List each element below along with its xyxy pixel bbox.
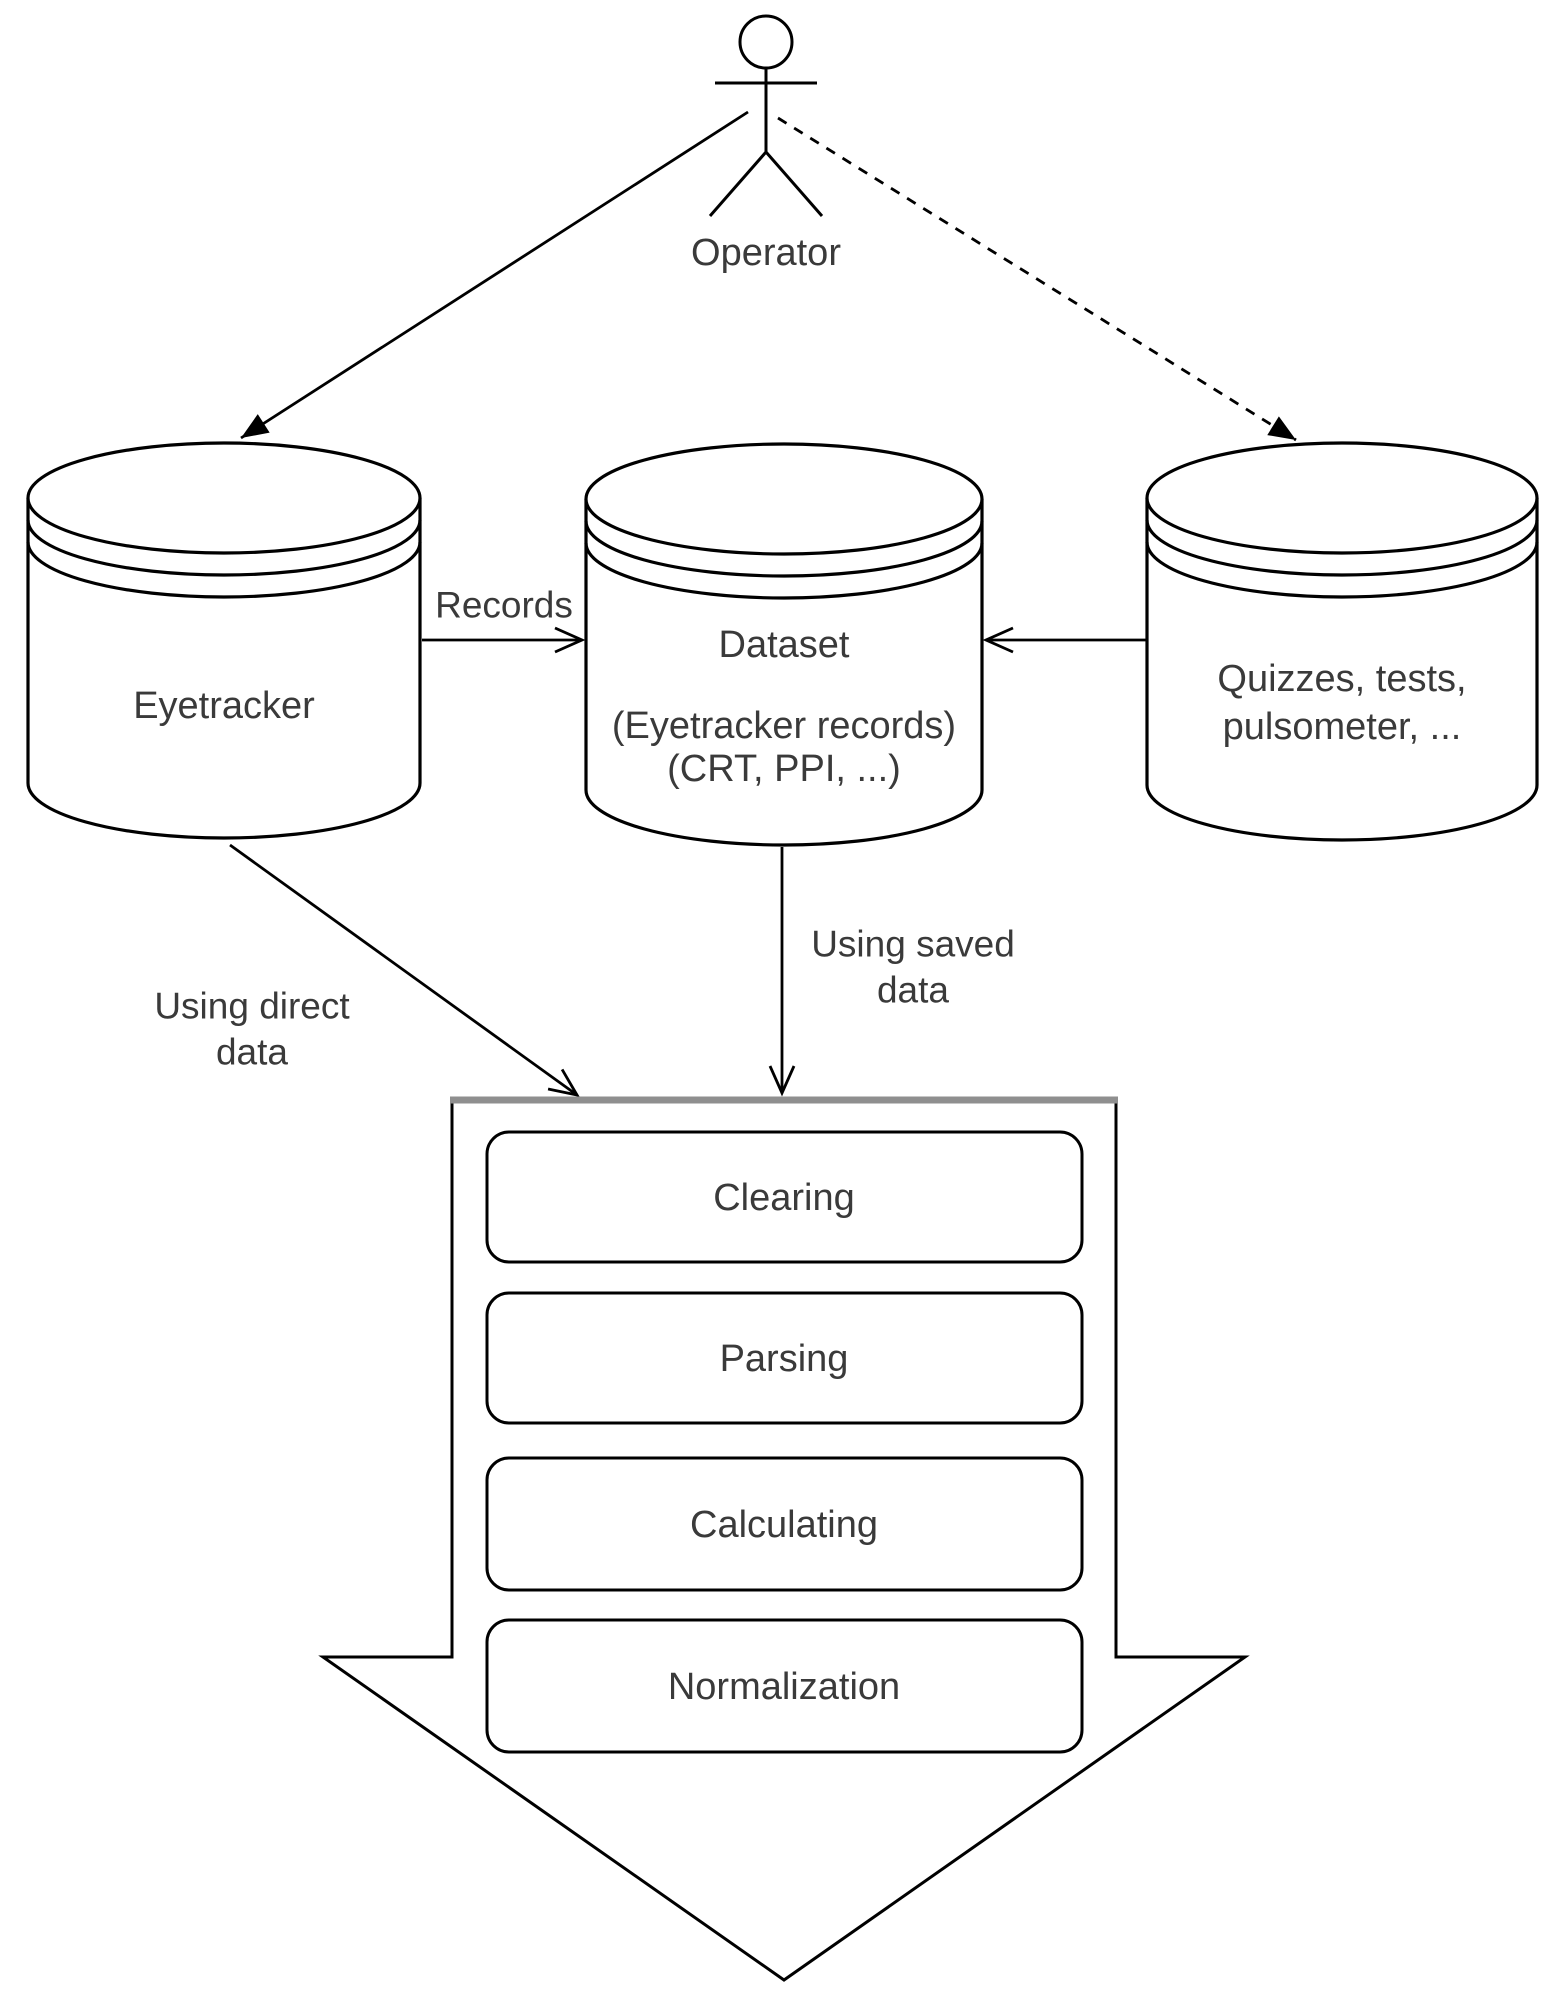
eyetracker-cylinder-ring [26,541,422,599]
using-direct-label-line2: data [216,1032,288,1073]
operator-label: Operator [691,232,841,274]
eyetracker-cylinder-top [26,441,422,555]
eyetracker-cylinder-body [26,498,422,840]
dataset-label-line2: (Eyetracker records) [612,705,956,747]
operator-leg-right-icon [764,151,824,217]
dataset-cylinder-ring [584,542,984,600]
using-saved-label-line1: Using saved [811,924,1015,965]
process-step-normalization: Normalization [485,1618,1084,1754]
process-step-box [485,1456,1084,1592]
dataset-cylinder-body [584,499,984,847]
edge-using-direct-line [229,843,580,1098]
dataset-database: Dataset (Eyetracker records) (CRT, PPI, … [584,442,984,847]
using-direct-label-line1: Using direct [154,986,350,1027]
edge-dataset-process: Using saved data [768,847,1015,1097]
process-step-calculating: Calculating [485,1456,1084,1592]
process-step-label: Parsing [720,1338,849,1380]
process-step-box [485,1130,1084,1264]
eyetracker-database: Eyetracker [26,441,422,840]
quizzes-cylinder-ring [1145,519,1539,577]
edge-eyetracker-dataset: Records [422,585,586,654]
eyetracker-cylinder-ring [26,519,422,577]
process-step-label: Calculating [690,1504,878,1546]
edge-operator-quizzes [777,116,1297,442]
operator-leg-left-icon [708,151,768,217]
dataset-label-line1: Dataset [719,624,850,666]
quizzes-label-line1: Quizzes, tests, [1217,658,1466,700]
edge-eyetracker-process: Using direct data [154,843,580,1098]
process-step-parsing: Parsing [485,1291,1084,1425]
quizzes-cylinder-top [1145,441,1539,555]
quizzes-cylinder-body [1145,498,1539,842]
process-step-clearing: Clearing [485,1130,1084,1264]
operator-actor: Operator [691,14,841,274]
records-label: Records [435,585,573,626]
quizzes-database: Quizzes, tests, pulsometer, ... [1145,441,1539,842]
process-step-label: Normalization [668,1666,900,1708]
eyetracker-label: Eyetracker [133,685,315,727]
process-arrow: Clearing Parsing Calculating Normalizati… [318,1096,1250,1982]
dataset-label-line3: (CRT, PPI, ...) [667,748,901,790]
quizzes-label-line2: pulsometer, ... [1223,706,1462,748]
using-saved-label-line2: data [877,970,949,1011]
dataset-cylinder-top [584,442,984,556]
process-step-box [485,1618,1084,1754]
operator-head-icon [738,14,794,70]
process-step-label: Clearing [713,1177,855,1219]
process-step-box [485,1291,1084,1425]
edge-operator-eyetracker [240,110,749,440]
dataset-cylinder-ring [584,520,984,578]
quizzes-cylinder-ring [1145,541,1539,599]
